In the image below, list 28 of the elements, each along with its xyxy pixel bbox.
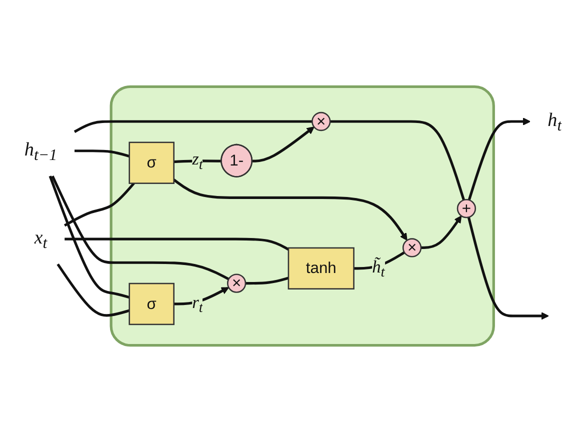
connector [64, 182, 135, 227]
arrow [173, 178, 408, 241]
edge-label: h̃$_{t}$ [372, 258, 385, 280]
connector [56, 263, 130, 317]
connector [74, 150, 130, 158]
cluster [110, 85, 495, 347]
arrow [252, 126, 314, 162]
node-circle: × [312, 112, 331, 132]
connector [64, 238, 290, 251]
connector [48, 176, 130, 299]
node-text: x$_{t}$ [34, 226, 48, 252]
node-circle: × [402, 238, 422, 258]
edge-label: z$_{t}$ [192, 150, 203, 172]
node-text: h$_{t}$ [548, 108, 562, 134]
arrow [467, 216, 549, 320]
edge-label: r$_{t}$ [192, 293, 203, 316]
connector [74, 120, 312, 133]
node-circle: + [456, 198, 476, 218]
node-text: h$_{t−1}$ [24, 138, 58, 164]
connector [51, 176, 230, 280]
connector [246, 276, 289, 285]
connector [330, 120, 466, 200]
arrow [468, 118, 531, 200]
node-box: σ [128, 142, 174, 184]
node-circle: × [227, 274, 246, 293]
node-box: tanh [288, 247, 354, 290]
node-box: σ [128, 282, 174, 326]
arrow [420, 216, 462, 250]
